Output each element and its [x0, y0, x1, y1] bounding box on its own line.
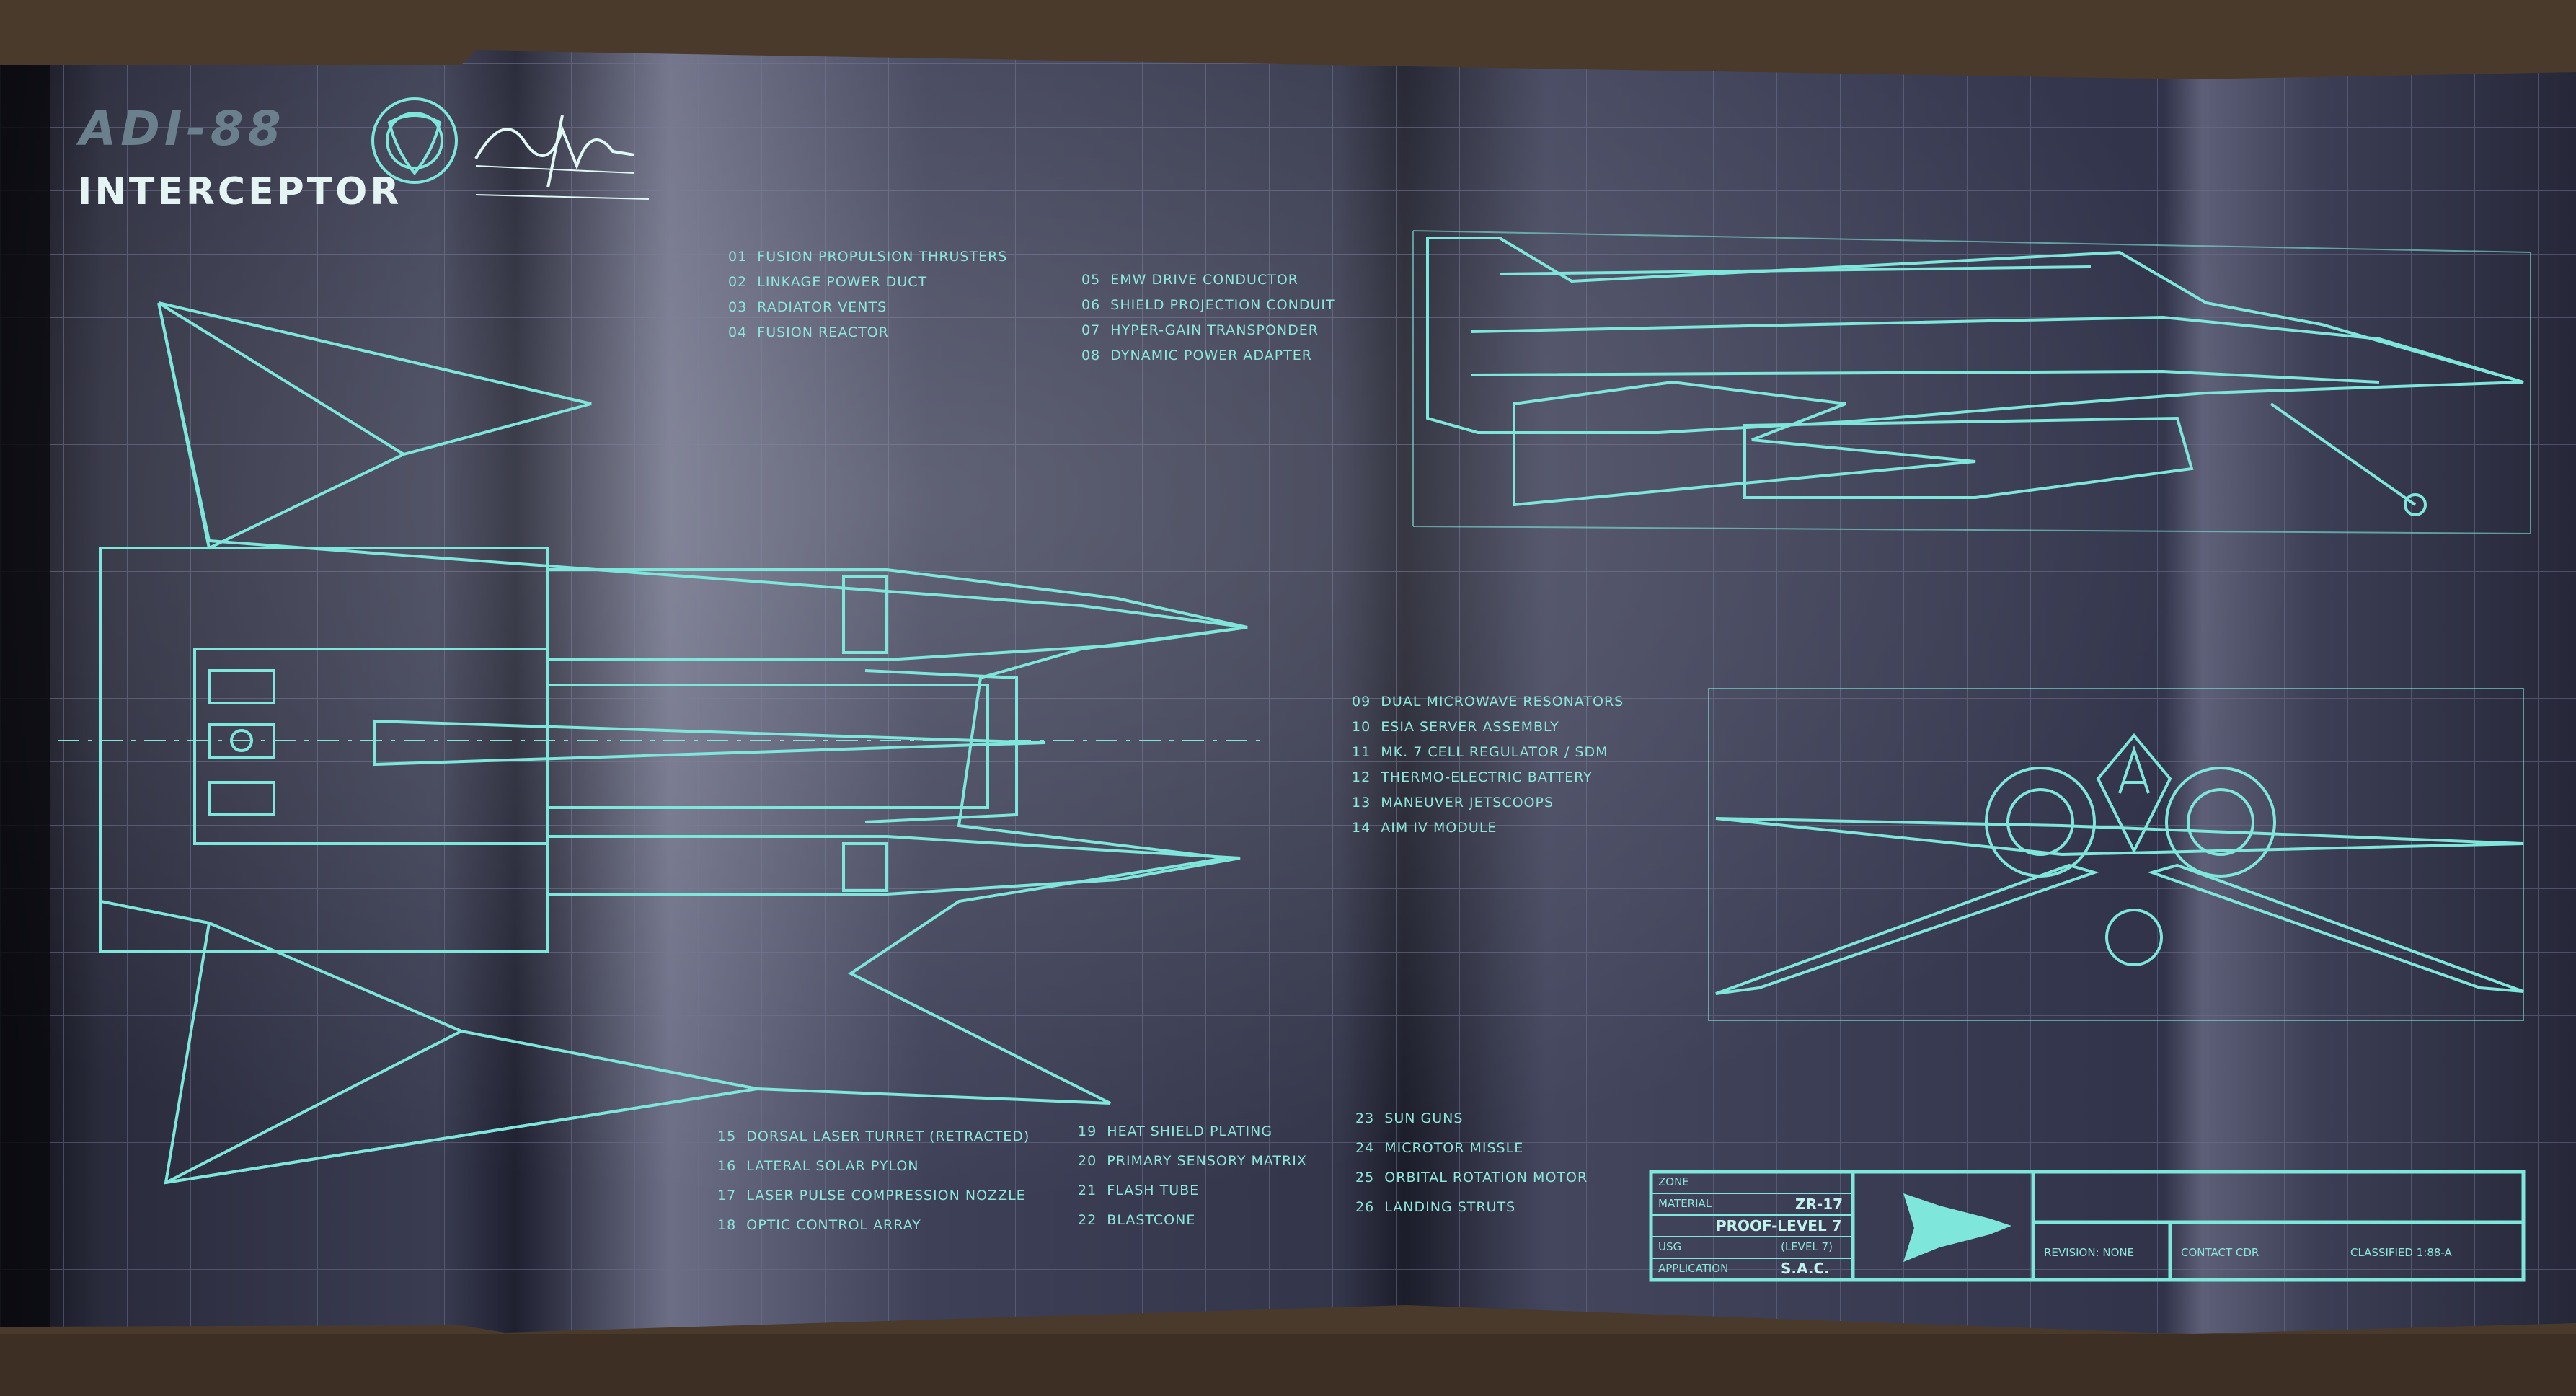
legend-item: 09 DUAL MICROWAVE RESONATORS	[1352, 694, 1624, 710]
legend-item: 19 HEAT SHIELD PLATING	[1078, 1123, 1273, 1139]
title-block-proof-level: PROOF-LEVEL 7	[1716, 1217, 1842, 1234]
legend-item: 22 BLASTCONE	[1078, 1212, 1196, 1228]
title-block-usg-label: USG	[1658, 1240, 1682, 1253]
legend-item: 05 EMW DRIVE CONDUCTOR	[1081, 272, 1298, 288]
title-block-material-value: ZR-17	[1795, 1196, 1844, 1213]
title-block-application-label: APPLICATION	[1658, 1262, 1729, 1275]
legend-item: 23 SUN GUNS	[1355, 1110, 1464, 1126]
legend-item: 04 FUSION REACTOR	[728, 324, 889, 340]
legend-item: 18 OPTIC CONTROL ARRAY	[717, 1217, 921, 1233]
title-block-usg-value: (LEVEL 7)	[1781, 1240, 1833, 1253]
legend-item: 17 LASER PULSE COMPRESSION NOZZLE	[717, 1188, 1026, 1203]
legend-item: 13 MANEUVER JETSCOOPS	[1352, 795, 1554, 810]
legend-item: 06 SHIELD PROJECTION CONDUIT	[1081, 297, 1335, 313]
front-view-drawing	[1708, 688, 2524, 1021]
legend-item: 25 ORBITAL ROTATION MOTOR	[1355, 1170, 1588, 1185]
legend-item: 14 AIM IV MODULE	[1352, 820, 1497, 836]
legend-item: 10 ESIA SERVER ASSEMBLY	[1352, 719, 1559, 735]
title-block-contact: CONTACT CDR	[2181, 1246, 2259, 1259]
title-block-application-value: S.A.C.	[1781, 1260, 1830, 1277]
page-subtitle: INTERCEPTOR	[78, 170, 402, 213]
legend-item: 01 FUSION PROPULSION THRUSTERS	[728, 249, 1008, 265]
legend-item: 11 MK. 7 CELL REGULATOR / SDM	[1352, 744, 1608, 760]
title-block-frame	[1649, 1170, 2526, 1282]
legend-item: 21 FLASH TUBE	[1078, 1183, 1200, 1198]
signature-icon	[474, 115, 650, 200]
legend-item: 02 LINKAGE POWER DUCT	[728, 274, 928, 290]
title-block-classified: CLASSIFIED 1:88-A	[2350, 1246, 2452, 1259]
legend-item: 03 RADIATOR VENTS	[728, 299, 888, 315]
side-view-drawing	[1412, 230, 2531, 534]
legend-item: 12 THERMO-ELECTRIC BATTERY	[1352, 769, 1593, 785]
title-block-material-label: MATERIAL	[1658, 1197, 1712, 1210]
legend-item: 15 DORSAL LASER TURRET (RETRACTED)	[717, 1128, 1030, 1144]
page-title: ADI-88	[79, 101, 286, 156]
legend-item: 20 PRIMARY SENSORY MATRIX	[1078, 1153, 1307, 1169]
title-block-zone-label: ZONE	[1658, 1175, 1689, 1188]
top-view-drawing	[58, 301, 1269, 1185]
legend-item: 16 LATERAL SOLAR PYLON	[717, 1158, 919, 1174]
legend-item: 07 HYPER-GAIN TRANSPONDER	[1081, 322, 1319, 338]
emblem-icon	[371, 97, 458, 184]
title-block-revision: REVISION: NONE	[2044, 1246, 2135, 1259]
legend-item: 24 MICROTOR MISSLE	[1355, 1140, 1524, 1156]
legend-item: 08 DYNAMIC POWER ADAPTER	[1081, 348, 1312, 363]
legend-item: 26 LANDING STRUTS	[1355, 1199, 1516, 1215]
ship-silhouette-icon	[1903, 1193, 2011, 1262]
